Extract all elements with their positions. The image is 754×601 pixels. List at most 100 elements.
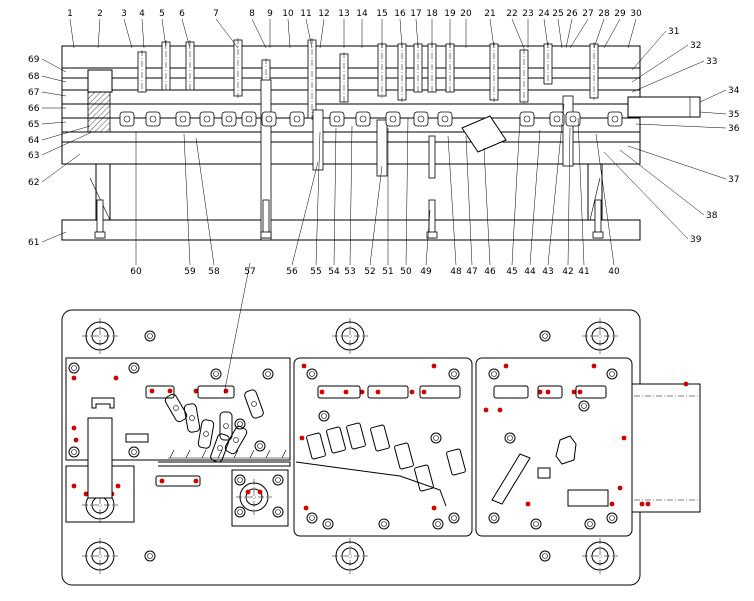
label-right-34-leader: [699, 89, 727, 103]
guide-block-hatched: [87, 91, 111, 133]
dowel-30: [545, 389, 551, 395]
dowel-4: [71, 483, 77, 489]
label-top-30: 30: [630, 9, 642, 19]
label-top-7: 7: [213, 9, 219, 19]
label-top-1: 1: [67, 9, 73, 19]
dowel-41: [319, 389, 325, 395]
bolt-5: [128, 362, 140, 374]
label-right-37-leader: [627, 145, 727, 180]
label-bottom-52-leader: [369, 165, 383, 266]
plan-block-part: [567, 489, 609, 507]
dowel-31: [571, 389, 577, 395]
label-top-26-leader: [565, 18, 573, 49]
upper-pad-plate: [61, 67, 641, 79]
label-right-39: 39: [690, 235, 702, 245]
plan-formed-parts: [164, 389, 466, 492]
strip-part-hole-6: [265, 115, 273, 123]
bolt-inner-2: [542, 333, 548, 339]
bolt-0: [144, 330, 156, 342]
bolt-23: [430, 432, 442, 444]
label-top-29-leader: [603, 18, 621, 49]
bolt-28: [322, 518, 334, 530]
bolt-inner-26: [381, 521, 387, 527]
label-left-63: 63: [28, 151, 39, 161]
bolt-inner-16: [237, 477, 243, 483]
bolt-inner-15: [609, 515, 615, 521]
plan-part-body-0: [164, 393, 188, 423]
dowel-26: [591, 363, 597, 369]
pillar-2: [376, 119, 388, 177]
plan-strip-1: [158, 461, 291, 467]
label-left-62: 62: [28, 178, 39, 188]
label-right-35-leader: [699, 111, 727, 115]
bolt-13: [606, 368, 618, 380]
label-bottom-60: 60: [130, 267, 142, 277]
bolt-inner-19: [275, 509, 281, 515]
bolt-inner-23: [433, 435, 439, 441]
label-left-65: 65: [28, 120, 39, 130]
plan-part-b-body-6: [446, 448, 466, 476]
label-right-33: 33: [706, 57, 717, 67]
dowel-0: [71, 375, 77, 381]
label-bottom-40: 40: [608, 267, 620, 277]
dowel-18: [299, 435, 305, 441]
label-right-37: 37: [728, 175, 739, 185]
dowel-36: [639, 501, 645, 507]
label-top-6-leader: [181, 18, 191, 49]
plan-strip-tab-1: [185, 449, 191, 459]
plan-part-hole-2: [203, 431, 209, 437]
pillar-0: [260, 79, 272, 241]
dowel-8: [193, 388, 199, 394]
dowel-15: [257, 489, 263, 495]
label-left-61: 61: [28, 238, 39, 248]
strip-part-3: [199, 111, 215, 127]
label-bottom-57: 57: [244, 267, 255, 277]
label-top-6: 6: [179, 9, 185, 19]
strip-part-hole-8: [333, 115, 341, 123]
dowel-5: [115, 483, 121, 489]
label-bottom-40-leader: [595, 133, 615, 266]
bolt-22: [318, 410, 330, 422]
plan-part-6: [219, 411, 233, 441]
bolt-10: [306, 512, 318, 524]
bolt-16: [234, 474, 246, 486]
label-top-28: 28: [598, 9, 610, 19]
dowel-pins: [71, 363, 689, 511]
label-top-27-leader: [569, 18, 589, 49]
label-bottom-55-leader: [315, 131, 321, 266]
bolt-inner-17: [275, 477, 281, 483]
rail-slot-6: [537, 385, 563, 399]
parallel-leader-right: [589, 177, 601, 221]
label-bottom-47: 47: [466, 267, 477, 277]
side-rail: [627, 96, 701, 118]
plan-strip-tab-5: [249, 449, 255, 459]
lower-screw-mid: [428, 135, 436, 179]
dowel-12: [159, 478, 165, 484]
lower-screw-head-1: [260, 231, 272, 239]
label-top-30-leader: [627, 18, 637, 49]
dowel-2: [71, 425, 77, 431]
bolt-24: [504, 432, 516, 444]
bolt-1: [144, 550, 156, 562]
plan-part-b-body-5: [414, 464, 434, 492]
bolt-inner-14: [491, 515, 497, 521]
bolt-11: [448, 512, 460, 524]
bolt-inner-24: [507, 435, 513, 441]
strip-part-15: [565, 111, 581, 127]
plan-part-hole-6: [223, 423, 229, 429]
label-bottom-46-leader: [483, 147, 491, 266]
strip-part-hole-12: [441, 115, 449, 123]
label-bottom-59: 59: [184, 267, 196, 277]
bolt-26: [378, 518, 390, 530]
plan-part-b-2: [346, 422, 366, 450]
label-bottom-41-leader: [577, 117, 585, 266]
bolt-inner-7: [131, 449, 137, 455]
bolt-29: [530, 518, 542, 530]
label-bottom-50: 50: [400, 267, 412, 277]
bolt-25: [578, 400, 590, 412]
strip-part-hole-7: [293, 115, 301, 123]
strip-part-hole-1: [149, 115, 157, 123]
plan-part-1: [183, 403, 201, 433]
strip-part-12: [437, 111, 453, 127]
